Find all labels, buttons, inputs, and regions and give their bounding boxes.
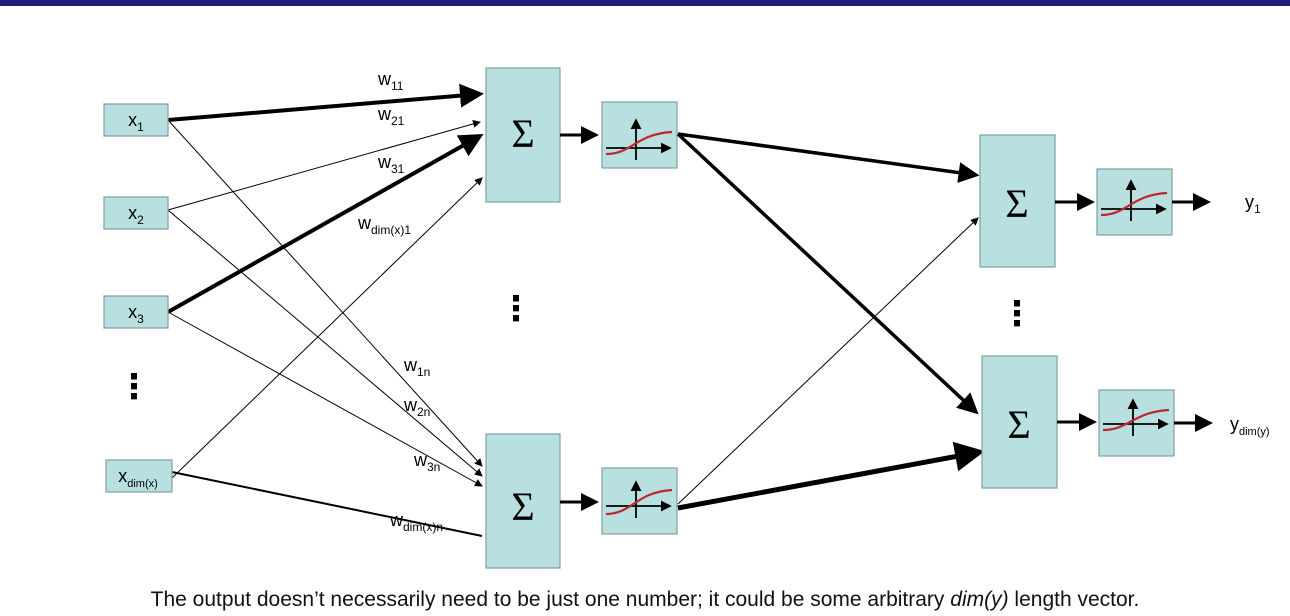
weight-label: w31 <box>377 152 405 176</box>
output-activation-node-1 <box>1096 168 1173 236</box>
input-label: xdim(x) <box>118 466 158 490</box>
output-activation-node-n <box>1098 389 1175 457</box>
input-layer: x1 x2 x3 ⋮ xdim(x) <box>103 103 173 493</box>
input-label: x1 <box>128 110 144 134</box>
output-ellipsis: ⋮ <box>1000 294 1034 334</box>
sum-symbol: Σ <box>1005 181 1028 226</box>
input-node-x2 <box>103 196 169 230</box>
caption-emphasis: dim(y) <box>950 588 1009 611</box>
weight-label: w2n <box>403 395 430 419</box>
hidden-edges <box>676 132 985 511</box>
sum-symbol: Σ <box>511 111 534 156</box>
output-layer: Σ Σ ⋮ <box>979 134 1213 489</box>
sum-node-n <box>485 433 561 569</box>
weight-label: wdim(x)1 <box>357 213 411 237</box>
weight-label: w3n <box>413 450 440 474</box>
output-labels: y1 ydim(y) <box>1230 192 1270 438</box>
edge-an-o2 <box>677 441 985 511</box>
edge-an-o1 <box>677 217 979 505</box>
edge-a1-o1 <box>677 132 980 184</box>
hidden-ellipsis: ⋮ <box>499 289 533 329</box>
sum-symbol: Σ <box>1007 402 1030 447</box>
output-sum-node-1 <box>979 134 1056 268</box>
activation-node-n <box>601 467 678 535</box>
sum-symbol: Σ <box>511 484 534 529</box>
edge-x2-s1 <box>167 120 481 211</box>
input-ellipsis: ⋮ <box>117 367 151 407</box>
output-sum-node-n <box>981 355 1058 489</box>
input-node-x3 <box>103 295 169 329</box>
edge-x1-s1 <box>167 83 484 122</box>
weight-label: wdim(x)n <box>389 510 443 534</box>
caption-text-end: length vector. <box>1008 588 1140 611</box>
edge-xd-s2 <box>171 471 483 537</box>
input-node-xdim <box>105 459 173 493</box>
output-label: ydim(y) <box>1230 414 1270 438</box>
slide-top-bar <box>0 0 1290 6</box>
edge-xd-s1 <box>171 177 483 479</box>
weight-label: w11 <box>377 69 404 93</box>
edge-x2-s2 <box>167 209 483 477</box>
sum-node-1 <box>485 67 561 203</box>
edge-x3-s1 <box>167 134 484 314</box>
caption-text: The output doesn’t necessarily need to b… <box>150 588 951 611</box>
weight-label: w21 <box>377 104 405 128</box>
input-edges <box>167 83 484 537</box>
activation-node-1 <box>601 101 678 169</box>
weight-labels: w11 w21 w31 wdim(x)1 w1n w2n w3n wdim(x)… <box>357 69 443 534</box>
edge-x1-s2 <box>167 119 483 467</box>
weight-label: w1n <box>403 355 430 379</box>
hidden-layer: Σ Σ ⋮ <box>485 67 678 569</box>
output-label: y1 <box>1245 192 1261 216</box>
slide-caption: The output doesn’t necessarily need to b… <box>0 588 1290 612</box>
edge-a1-o2 <box>676 132 979 415</box>
input-node-x1 <box>103 103 169 137</box>
edge-x3-s2 <box>167 311 483 487</box>
input-label: x3 <box>128 302 144 326</box>
input-label: x2 <box>128 203 144 227</box>
